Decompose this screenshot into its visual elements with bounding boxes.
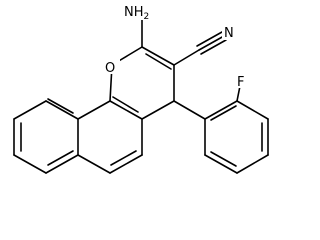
fluorine-label-bg: [236, 73, 248, 88]
bond-c2p-f: [236, 85, 241, 102]
nitrile-n-label: N: [224, 26, 234, 41]
bond-c4-c1p: [173, 100, 206, 120]
bond-c10b-c10a: [77, 100, 111, 120]
amino-subscript: 2: [144, 12, 150, 22]
oxygen-label-bg: [104, 59, 120, 74]
bond-c2p-c3p: [236, 100, 269, 120]
bond-cn-triple-2: [196, 31, 223, 47]
molecule-drawing: NH2 O N F: [13, 3, 269, 174]
bond-c1p-c2p: [204, 100, 238, 120]
bond-c10-c9: [13, 100, 47, 120]
bond-c5p-c6p: [204, 154, 238, 174]
oxygen-label: O: [105, 61, 115, 76]
bond-c7-c6a: [45, 154, 79, 174]
fluorine-label: F: [237, 75, 244, 90]
bond-cn-triple-3: [200, 39, 227, 55]
amino-label-bg: [124, 3, 158, 20]
bond-cn-triple-1: [198, 35, 225, 51]
bond-c2-c3: [141, 46, 175, 66]
bond-c4-c4a: [141, 100, 175, 120]
bond-c2-c3-inner: [145, 53, 172, 70]
nitrile-n-label-bg: [222, 24, 236, 40]
bond-c6a-c6: [77, 154, 111, 174]
amino-text: NH: [124, 5, 144, 20]
bond-c5p-c6p-inner: [210, 151, 237, 167]
bond-c4a-c10b-inner: [112, 96, 139, 113]
bond-c10a-c10: [45, 100, 79, 120]
bond-c8-c7: [13, 154, 47, 174]
bond-c4p-c5p: [236, 154, 269, 174]
bond-c7-c6a-inner: [47, 150, 74, 166]
bond-c1p-c2p-inner: [210, 105, 237, 121]
bond-c10a-c10-inner: [47, 98, 74, 114]
bond-c3-cn: [173, 49, 200, 66]
structure-canvas: NH2 O N F: [13, 3, 269, 174]
bond-c4a-c10b: [109, 100, 143, 120]
bond-c6-c5-inner: [110, 150, 137, 166]
amino-label: NH2: [124, 5, 149, 22]
bond-c6-c5: [109, 154, 143, 174]
